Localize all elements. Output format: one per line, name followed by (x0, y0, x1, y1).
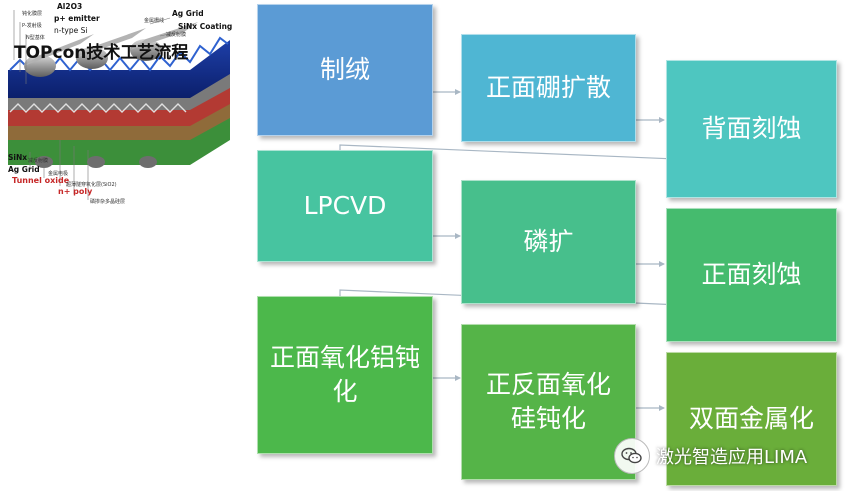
step-front-alox-passivation: 正面氧化铝钝化 (257, 296, 433, 454)
label-passivation-cn: 钝化膜层 (22, 10, 42, 17)
label-ag-grid-bottom: Ag Grid (8, 165, 40, 174)
step-front-boron-diffusion: 正面硼扩散 (461, 34, 636, 142)
label-npoly-cn: 磷掺杂多晶硅层 (90, 198, 125, 205)
label-ntype: n-type Si (54, 26, 87, 35)
step-phosphorus-diffusion: 磷扩 (461, 180, 636, 304)
cell-ag-grid-top (24, 22, 198, 77)
page-title: TOPcon技术工艺流程 (14, 43, 189, 63)
step-lpcvd: LPCVD (257, 150, 433, 262)
label-ag-grid-top: Ag Grid (172, 9, 204, 18)
label-ag-grid-bottom-cn: 金属电极 (48, 170, 68, 177)
step-double-metallization: 双面金属化 (666, 352, 837, 486)
step-front-etching: 正面刻蚀 (666, 208, 837, 342)
label-p-emitter-cn: P-发射极 (22, 22, 42, 29)
label-sinx-bottom: SiNx (8, 153, 27, 162)
watermark: 激光智造应用LIMA (614, 438, 807, 474)
cell-texture-wave (9, 103, 187, 113)
label-ag-grid-top-cn: 金属栅线 (144, 17, 164, 24)
label-tunnel-oxide: Tunnel oxide (12, 176, 70, 185)
cell-blue-layer (8, 40, 230, 98)
step-double-oxide-passivation: 正反面氧化硅钝化 (461, 324, 636, 480)
label-tunnel-oxide-cn: 超薄隧穿氧化层(SiO2) (66, 181, 117, 188)
cell-npoly-layer (8, 102, 230, 140)
wechat-icon (614, 438, 650, 474)
label-p-emitter: p+ emitter (54, 14, 100, 23)
label-al2o3: Al2O3 (57, 2, 82, 11)
label-sinx-coating-cn: 减反射膜 (166, 31, 186, 38)
cell-gray-layer (8, 72, 230, 110)
label-sinx-coating: SiNx Coating (178, 22, 232, 31)
label-ntype-cn: N型基体 (26, 34, 45, 41)
label-npoly: n+ poly (58, 187, 93, 196)
step-texturing: 制绒 (257, 4, 433, 136)
topcon-cell-diagram: Al2O3 钝化膜层 p+ emitter P-发射极 n-type Si N型… (8, 2, 232, 205)
cell-ag-grid-bottom (35, 156, 157, 168)
step-back-etching: 背面刻蚀 (666, 60, 837, 198)
label-sinx-bottom-cn: 减反射膜 (28, 157, 48, 164)
watermark-text: 激光智造应用LIMA (656, 447, 808, 468)
